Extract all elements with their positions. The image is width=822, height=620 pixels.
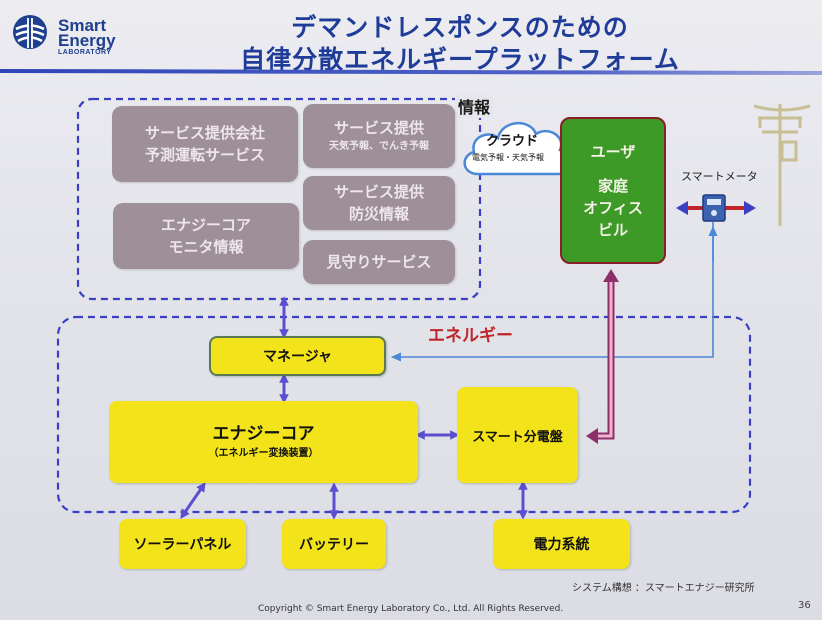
user-box: ユーザ 家庭 オフィス ビル (560, 117, 666, 264)
logo-line-smart: Smart (58, 16, 107, 35)
service-weather-forecast: サービス提供 天気予報、でんき予報 (303, 104, 455, 168)
solar-panel-label: ソーラーパネル (133, 537, 232, 553)
smart-panel-label: スマート分電盤 (472, 429, 563, 445)
service-monitoring-line1: 見守りサービス (326, 253, 432, 271)
service-forecast-line1: サービス提供会社 (144, 124, 265, 142)
user-box-office: オフィス (583, 198, 643, 217)
title-underline (0, 69, 822, 75)
utility-pole-icon (753, 104, 811, 226)
user-box-title: ユーザ (590, 142, 636, 161)
power-grid-label: 電力系統 (533, 537, 590, 553)
copyright: Copyright © Smart Energy Laboratory Co.,… (258, 604, 564, 614)
user-box-home: 家庭 (597, 176, 628, 195)
source-note: システム構想 ：スマートエナジー研究所 (572, 583, 755, 594)
manager-label: マネージャ (262, 349, 333, 365)
service-weather-line1: サービス提供 (333, 119, 424, 137)
logo-emblem-icon (13, 15, 47, 49)
service-forecast-line2: 予測運転サービス (144, 146, 265, 164)
service-disaster-info: サービス提供 防災情報 (303, 176, 455, 230)
service-disaster-line1: サービス提供 (333, 183, 424, 201)
info-section-label: 情報 (455, 94, 494, 118)
logo-line-laboratory: LABORATORY (58, 49, 112, 56)
energy-section-frame (56, 315, 752, 514)
service-energy-core-monitor: エナジーコア モニタ情報 (113, 203, 299, 269)
cloud-subtitle: 電気予報・天気予報 (472, 153, 544, 162)
service-monitor-line1: エナジーコア (160, 216, 251, 234)
energy-core-box: エナジーコア （エネルギー変換装置） (109, 401, 418, 483)
info-section-frame (76, 97, 482, 301)
smart-meter-label: スマートメータ (681, 170, 758, 183)
service-weather-line2: 天気予報、でんき予報 (329, 141, 429, 152)
page-number: 36 (798, 600, 811, 611)
solar-panel-box: ソーラーパネル (119, 519, 246, 569)
energy-core-subtitle: （エネルギー変換装置） (208, 448, 319, 459)
slide-title-line-2: 自律分散エネルギープラットフォーム (240, 45, 680, 74)
service-monitoring: 見守りサービス (303, 240, 455, 284)
cloud-title: クラウド (486, 134, 539, 149)
arrow-core-solar (180, 482, 206, 519)
energy-core-title: エナジーコア (212, 424, 315, 444)
smart-meter-icon (702, 194, 726, 222)
service-disaster-line2: 防災情報 (348, 205, 409, 223)
battery-label: バッテリー (299, 537, 369, 553)
battery-box: バッテリー (282, 519, 386, 569)
power-grid-box: 電力系統 (493, 519, 630, 569)
user-box-building: ビル (597, 220, 628, 239)
manager-box: マネージャ (209, 336, 386, 376)
service-forecast-operation: サービス提供会社 予測運転サービス (112, 106, 298, 182)
service-monitor-line2: モニタ情報 (168, 238, 244, 256)
energy-section-label: エネルギー (428, 326, 513, 346)
company-logo: Smart Energy LABORATORY (10, 8, 130, 64)
smart-panel-box: スマート分電盤 (457, 387, 578, 483)
logo-line-energy: Energy (58, 31, 116, 50)
slide-title-line-1: デマンドレスポンスのための (291, 13, 629, 42)
